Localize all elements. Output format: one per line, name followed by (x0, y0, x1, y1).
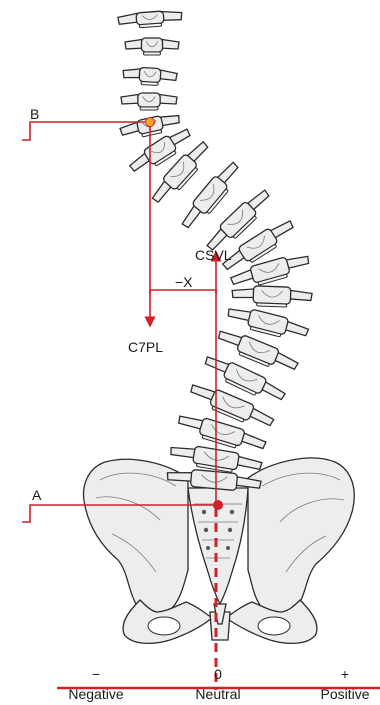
axis-plus-symbol: + (341, 666, 349, 682)
axis-minus-symbol: − (92, 666, 100, 682)
point-b-marker (146, 118, 155, 127)
axis-neutral-label: Neutral (195, 686, 240, 702)
vertebra (122, 67, 177, 87)
label-b: B (30, 106, 39, 122)
axis-zero-symbol: 0 (214, 666, 222, 682)
vertebra (125, 38, 179, 55)
vertebra (118, 10, 183, 30)
axis-negative-label: Negative (68, 686, 123, 702)
offset-bracket (150, 290, 216, 294)
vertebra (232, 285, 313, 308)
label-c7pl: C7PL (128, 339, 163, 355)
point-a-marker (213, 500, 223, 510)
label-offset: −X (175, 274, 193, 290)
axis-positive-label: Positive (320, 686, 369, 702)
vertebra (121, 93, 177, 110)
label-csvl: CSVL (195, 247, 232, 263)
label-a: A (32, 487, 42, 503)
